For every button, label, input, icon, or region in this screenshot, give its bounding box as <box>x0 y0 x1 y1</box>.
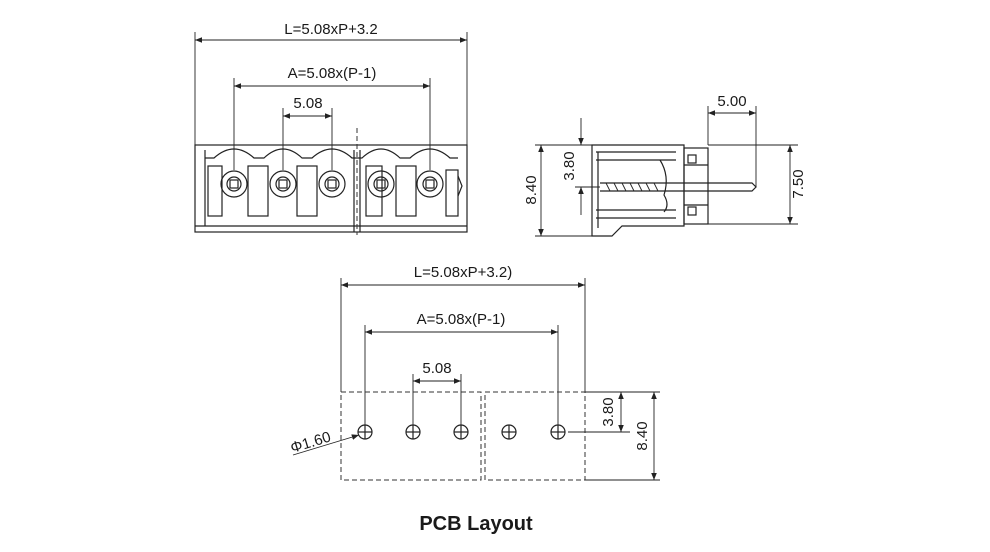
front-body-outline <box>194 144 468 233</box>
front-span-label: A=5.08x(P-1) <box>288 65 377 82</box>
screw-terminal <box>318 170 346 198</box>
pcb-layout-caption: PCB Layout <box>419 513 533 535</box>
pcb-hole <box>550 424 566 440</box>
pcb-hole <box>405 424 421 440</box>
pcb-row-offset-label: 3.80 <box>600 397 617 426</box>
hole-diameter-leader <box>292 434 360 456</box>
side-height-left-label: 8.40 <box>523 175 540 204</box>
screw-terminal <box>367 170 395 198</box>
front-view: L=5.08xP+3.2 A=5.08x(P-1) 5.08 <box>194 21 468 235</box>
screw-terminal <box>416 170 444 198</box>
front-length-label: L=5.08xP+3.2 <box>284 21 377 38</box>
side-pin-length-label: 5.00 <box>717 93 746 110</box>
pcb-hole <box>453 424 469 440</box>
side-view: 8.40 3.80 5.00 7.50 <box>523 93 807 237</box>
side-height-right-label: 7.50 <box>790 169 807 198</box>
pcb-layout: L=5.08xP+3.2) A=5.08x(P-1) 5.08 Φ1.60 3.… <box>289 264 660 535</box>
front-pitch-label: 5.08 <box>293 95 322 112</box>
pcb-outline-section <box>484 391 586 481</box>
pcb-depth-label: 8.40 <box>634 421 651 450</box>
pcb-hole <box>501 424 517 440</box>
pcb-outline-section <box>340 391 482 481</box>
pcb-length-label: L=5.08xP+3.2) <box>414 264 512 281</box>
hole-diameter-label: Φ1.60 <box>289 429 333 457</box>
screw-terminal <box>220 170 248 198</box>
side-pin-offset-label: 3.80 <box>561 151 578 180</box>
pcb-span-label: A=5.08x(P-1) <box>417 311 506 328</box>
pcb-pitch-label: 5.08 <box>422 360 451 377</box>
side-body-outline <box>591 144 685 237</box>
screw-terminal <box>269 170 297 198</box>
side-pin <box>600 182 757 192</box>
pcb-hole <box>357 424 373 440</box>
